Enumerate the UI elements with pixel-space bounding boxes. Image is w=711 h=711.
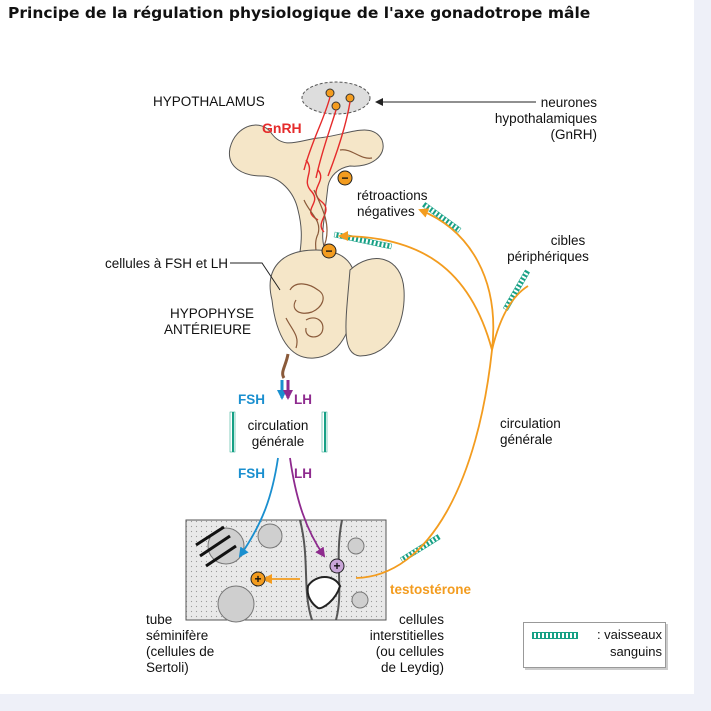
hypophysis-shape	[269, 249, 405, 379]
label-neurones-line1: neurones	[541, 95, 598, 110]
label-interstitielles-line2: interstitielles	[370, 628, 445, 643]
legend: : vaisseaux sanguins	[523, 622, 666, 668]
label-interstitielles-line3: (ou cellules	[376, 644, 445, 659]
label-hypophyse-line2: ANTÉRIEURE	[164, 322, 251, 337]
svg-text:−: −	[341, 171, 348, 185]
label-circulation-center-line1: circulation	[248, 418, 309, 433]
vessel-markers	[229, 202, 530, 563]
label-circulation-right-line1: circulation	[500, 416, 561, 431]
minus-sign-pituitary: −	[321, 243, 337, 259]
minus-sign-hypothalamus: −	[337, 170, 353, 186]
label-tube-line1: tube	[146, 612, 172, 627]
label-hypothalamus: HYPOTHALAMUS	[153, 94, 265, 109]
gnrh-axons	[303, 96, 351, 233]
testosterone-feedback-arrow-hypothalamus	[355, 208, 495, 579]
testis-tissue	[185, 519, 387, 623]
label-tube-line4: Sertoli)	[146, 660, 189, 675]
label-lh-bottom: LH	[294, 466, 312, 481]
label-testosterone: testostérone	[390, 582, 472, 597]
plus-sign-leydig: +	[329, 558, 345, 574]
svg-text:+: +	[254, 572, 261, 586]
label-cibles-line1: cibles	[551, 233, 586, 248]
label-hypophyse-line1: HYPOPHYSE	[170, 306, 254, 321]
fsh-arrow-to-sertoli	[238, 457, 279, 558]
label-fsh-top: FSH	[238, 392, 265, 407]
lh-arrow-to-leydig	[289, 457, 326, 558]
label-interstitielles-line4: de Leydig)	[381, 660, 444, 675]
vessel-marker	[321, 411, 328, 453]
vessel-marker	[229, 411, 236, 453]
svg-text:+: +	[333, 559, 340, 573]
vessel-marker	[422, 202, 462, 233]
label-tube-line2: séminifère	[146, 628, 208, 643]
label-neurones-line3: (GnRH)	[551, 127, 598, 142]
fsh-arrows	[238, 380, 287, 558]
label-fsh-bottom: FSH	[238, 466, 265, 481]
label-lh-top: LH	[294, 392, 312, 407]
legend-line1: : vaisseaux	[596, 627, 662, 642]
testosterone-arrows	[262, 208, 529, 584]
label-circulation-right-line2: générale	[500, 432, 553, 447]
legend-vessel-swatch	[532, 632, 578, 639]
label-retroactions-line2: négatives	[357, 204, 415, 219]
label-tube-line3: (cellules de	[146, 644, 214, 659]
svg-text:−: −	[325, 244, 332, 258]
label-neurones-line2: hypothalamiques	[495, 111, 597, 126]
legend-line2: sanguins	[609, 644, 662, 659]
label-interstitielles-line1: cellules	[399, 612, 444, 627]
hypothalamus-shape	[228, 81, 384, 253]
testosterone-feedback-arrow-pituitary	[338, 231, 493, 351]
figure-title: Principe de la régulation physiologique …	[8, 4, 591, 22]
label-cibles-line2: périphériques	[507, 249, 589, 264]
legend-text: : vaisseaux sanguins	[584, 626, 662, 660]
leader-lines	[230, 98, 536, 291]
label-gnrh: GnRH	[262, 120, 302, 136]
plus-sign-sertoli: +	[250, 571, 266, 587]
testosterone-to-targets	[491, 285, 529, 351]
vessel-marker	[502, 269, 530, 311]
label-cellules-fsh-lh: cellules à FSH et LH	[105, 256, 228, 271]
lh-arrows	[283, 380, 326, 558]
label-retroactions-line1: rétroactions	[357, 188, 428, 203]
label-circulation-center-line2: générale	[252, 434, 305, 449]
